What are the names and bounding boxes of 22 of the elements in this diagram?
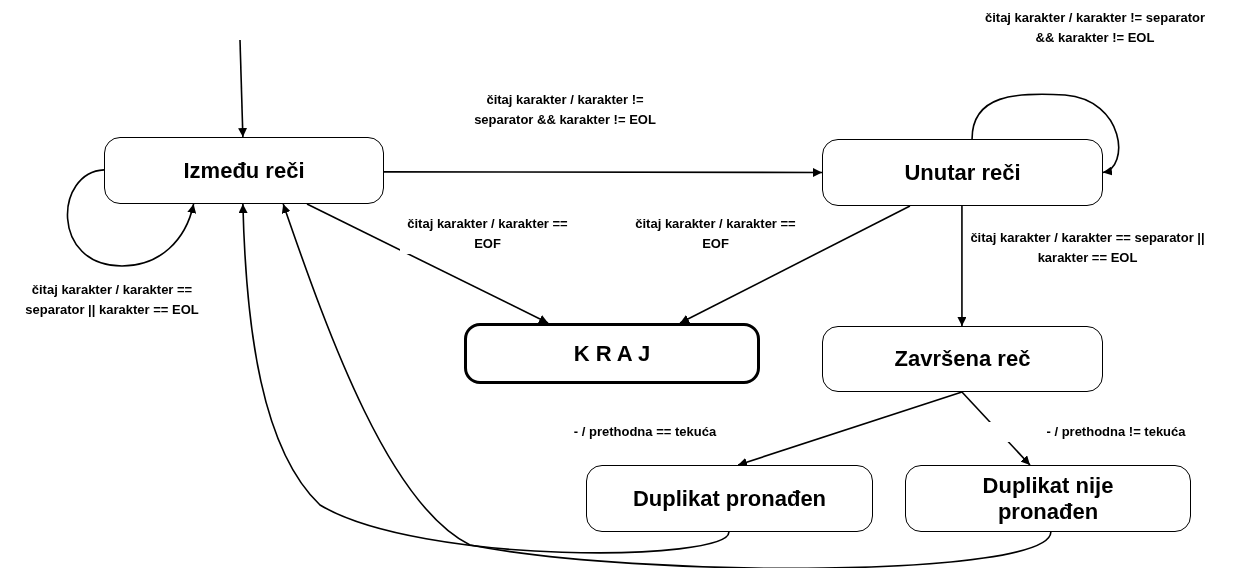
transition-arrow xyxy=(66,169,196,267)
transition-arrow xyxy=(281,203,1052,568)
transition-arrow xyxy=(971,93,1120,174)
transition-arrow xyxy=(238,203,730,554)
state-box xyxy=(822,326,1103,392)
state-name: K R A J xyxy=(572,340,652,367)
state-name: Između reči xyxy=(182,157,306,184)
transition-arrow xyxy=(679,205,911,324)
state-box xyxy=(464,323,760,384)
state-box xyxy=(586,465,873,532)
state-name: Duplikat pronađen xyxy=(631,485,828,512)
transition-arrow xyxy=(383,168,823,177)
state-name: Unutar reči xyxy=(903,159,1022,186)
transition-arrow xyxy=(238,39,248,138)
state-name: Završena reč xyxy=(893,346,1032,372)
transition-arrow xyxy=(737,391,963,467)
state-box xyxy=(104,137,384,204)
state-box xyxy=(905,465,1191,532)
transition-arrow xyxy=(306,203,549,324)
state-name: Duplikat nije pronađen xyxy=(981,472,1115,525)
state-box xyxy=(822,139,1103,206)
transition-arrow xyxy=(957,205,967,327)
